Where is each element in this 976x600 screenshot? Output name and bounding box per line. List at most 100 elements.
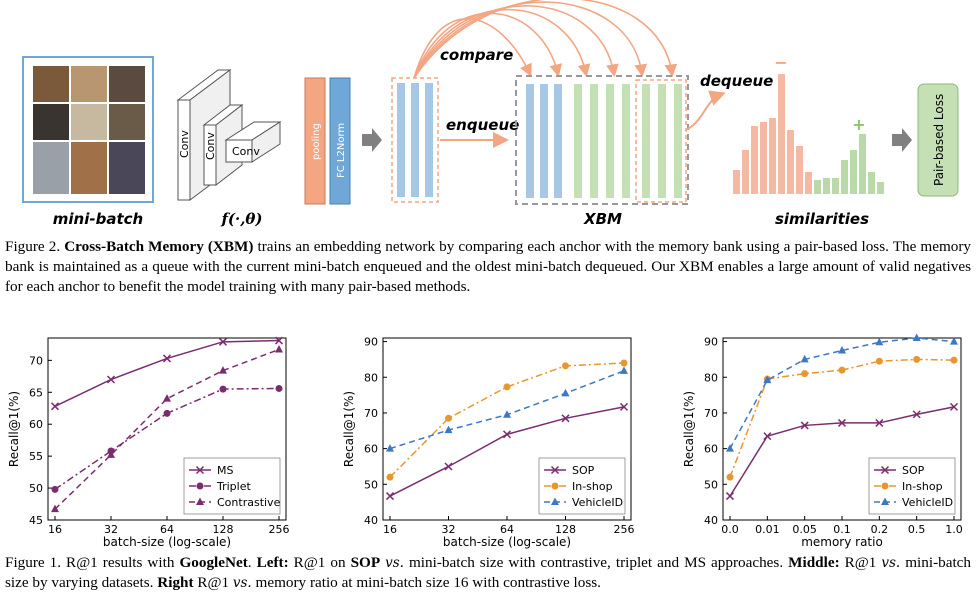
series-vehicleid	[726, 333, 958, 452]
figure1-caption: Figure 1. R@1 results with GoogleNet. Le…	[5, 554, 972, 591]
y-tick-label: 40	[364, 514, 378, 527]
data-point	[219, 385, 227, 393]
data-point	[561, 414, 570, 423]
x-tick-label: 0.05	[792, 523, 817, 536]
data-point	[50, 402, 60, 411]
data-point	[163, 394, 171, 402]
data-point	[106, 375, 116, 384]
series-sop	[725, 402, 959, 501]
data-point	[444, 425, 453, 434]
xbm-label: XBM	[583, 210, 622, 228]
legend-marker	[551, 497, 559, 505]
data-point	[912, 333, 921, 341]
legend-marker	[550, 465, 560, 475]
legend-label: MS	[217, 464, 233, 477]
data-point	[875, 418, 884, 427]
current-embeddings	[397, 83, 433, 197]
caption-text: trains an embedding network by comparing…	[5, 238, 972, 295]
y-axis-label: Recall@1(%)	[682, 391, 696, 467]
oldest-batch-box	[635, 79, 687, 203]
conv-label-1: Conv	[178, 130, 191, 158]
data-point	[619, 402, 629, 411]
y-tick-label: 60	[704, 443, 718, 456]
data-point	[219, 366, 227, 374]
similarities-label: similarities	[775, 210, 869, 228]
conv-label-3: Conv	[232, 145, 260, 158]
current-batch-box	[391, 77, 439, 203]
legend-label: Triplet	[216, 480, 251, 493]
legend-label: VehicleID	[572, 496, 623, 509]
y-tick-label: 50	[29, 482, 43, 495]
series-contrastive	[51, 344, 283, 513]
data-point	[51, 504, 59, 513]
data-point	[837, 418, 847, 427]
y-tick-label: 45	[29, 514, 43, 527]
data-point	[503, 383, 511, 391]
data-point	[502, 430, 512, 439]
data-point	[763, 432, 772, 441]
x-tick-label: 32	[104, 523, 118, 536]
plus-sign: +	[852, 115, 865, 134]
data-point	[51, 485, 59, 493]
data-point	[620, 359, 628, 367]
data-point	[950, 337, 958, 345]
data-point	[950, 356, 958, 364]
caption-title: Cross-Batch Memory (XBM)	[64, 238, 254, 255]
conv-label-2: Conv	[204, 132, 217, 160]
legend-marker	[881, 497, 889, 505]
x-tick-label: 0.1	[833, 523, 851, 536]
y-tick-label: 70	[704, 407, 718, 420]
y-tick-label: 80	[364, 371, 378, 384]
figure2-caption: Figure 2. Cross-Batch Memory (XBM) train…	[5, 237, 971, 297]
compare-arcs	[413, 0, 678, 79]
x-axis-label: memory ratio	[801, 535, 883, 549]
data-point	[562, 362, 569, 370]
x-tick-label: 256	[614, 523, 635, 536]
minibatch-images	[22, 56, 154, 203]
x-tick-label: 64	[500, 523, 514, 536]
data-point	[763, 375, 772, 384]
legend-label: VehicleID	[902, 496, 953, 509]
fc-label: FC L2Norm	[336, 123, 347, 178]
fc-block	[329, 77, 351, 205]
series-line	[729, 337, 955, 449]
pooling-block	[304, 77, 326, 205]
data-point	[800, 421, 809, 430]
legend-marker	[196, 497, 204, 505]
data-point	[800, 354, 809, 363]
y-tick-label: 50	[704, 478, 718, 491]
legend-label: SOP	[902, 464, 925, 477]
data-point	[386, 444, 394, 452]
arrow-icon	[892, 128, 912, 152]
legend-label: SOP	[572, 464, 595, 477]
x-tick-label: 16	[383, 523, 397, 536]
y-tick-label: 55	[29, 450, 43, 463]
series-line	[389, 362, 625, 478]
data-point	[726, 473, 734, 481]
series-in-shop	[386, 359, 628, 481]
legend-marker	[195, 465, 205, 475]
y-tick-label: 90	[364, 336, 378, 349]
data-point	[274, 336, 284, 345]
y-tick-label: 60	[364, 443, 378, 456]
data-point	[503, 410, 511, 418]
series-line	[389, 370, 625, 450]
arrow-icon	[362, 128, 382, 152]
data-point	[725, 492, 735, 501]
legend-marker	[551, 482, 559, 490]
legend-label: In-shop	[902, 480, 943, 493]
x-tick-label: 16	[48, 523, 62, 536]
loss-box	[917, 83, 959, 197]
data-point	[620, 366, 628, 374]
series-line	[54, 348, 280, 510]
x-tick-label: 0.0	[721, 523, 739, 536]
data-point	[385, 492, 395, 501]
data-point	[913, 355, 921, 363]
minus-sign: −	[774, 53, 787, 72]
data-point	[218, 337, 228, 346]
